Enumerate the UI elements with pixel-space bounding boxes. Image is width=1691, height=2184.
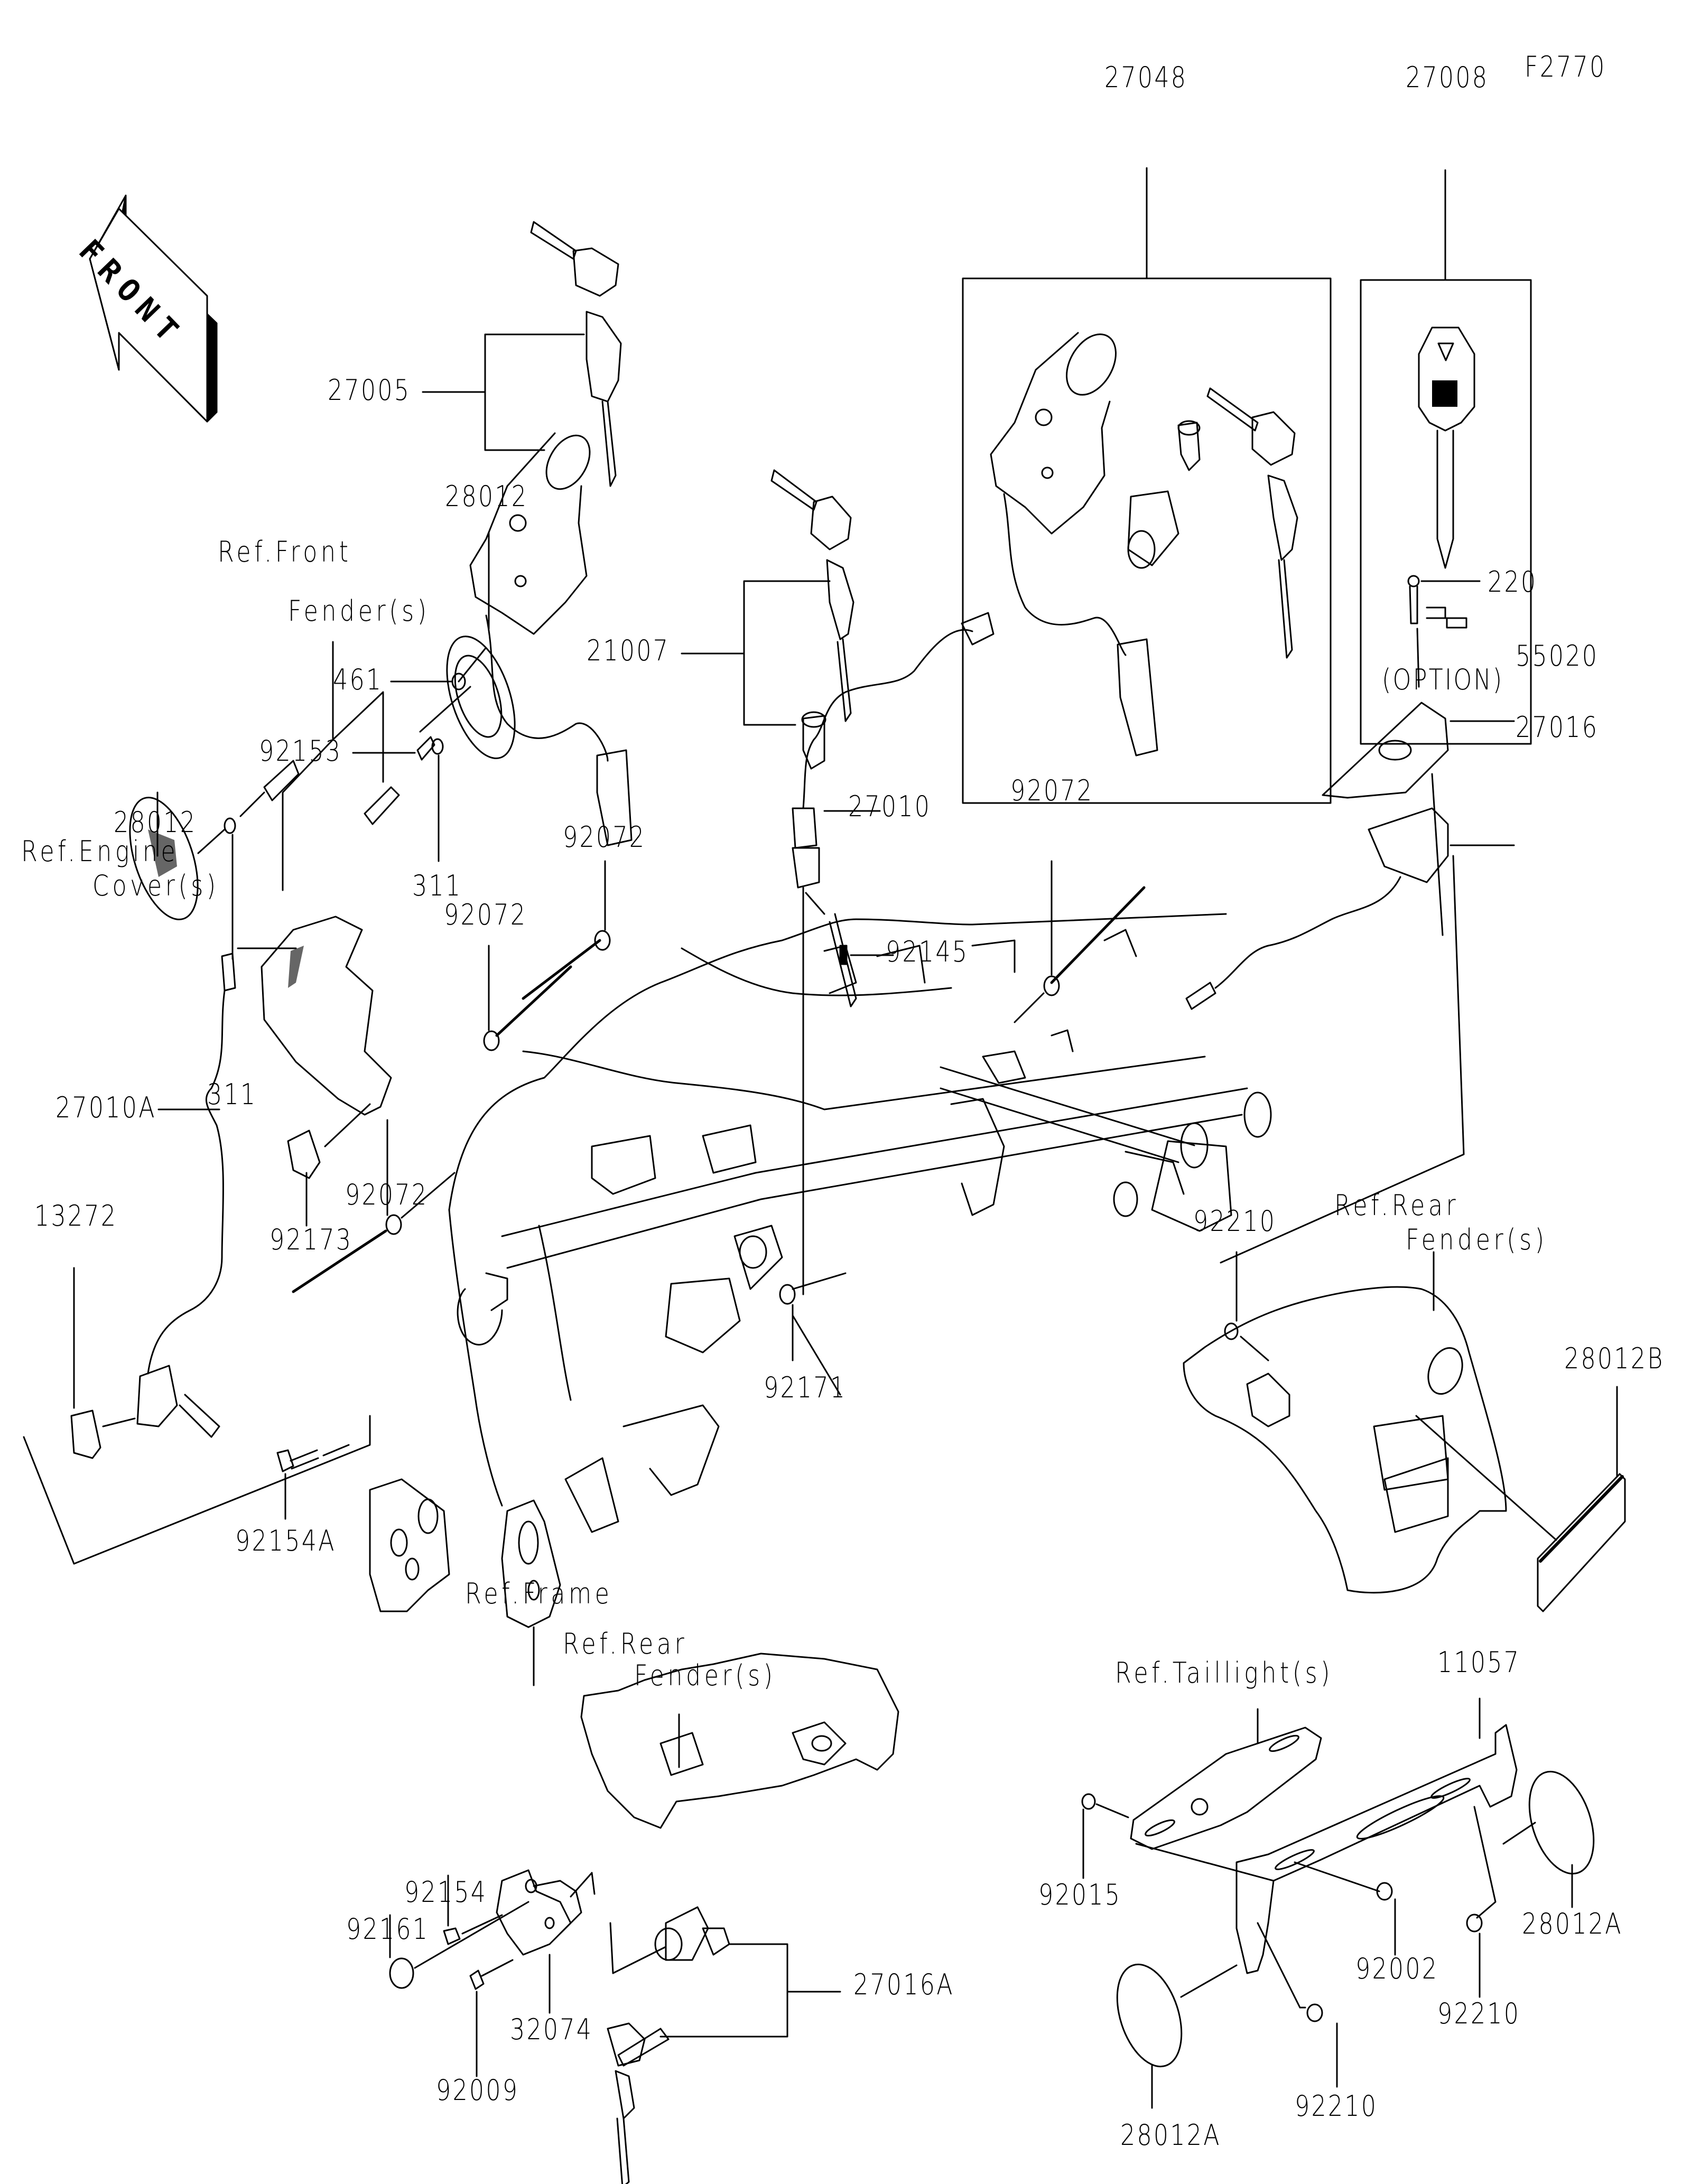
- callout-92154[interactable]: 92154: [404, 1875, 488, 1909]
- motorcycle-frame: [370, 914, 1271, 1685]
- callout-92009[interactable]: 92009: [436, 2074, 519, 2107]
- key-blank-icon: [1419, 328, 1474, 628]
- callout-92161[interactable]: 92161: [346, 1912, 430, 1946]
- callout-27008[interactable]: 27008: [1406, 61, 1489, 94]
- ref-frame: Ref.Frame: [465, 1577, 613, 1610]
- callout-27005[interactable]: 27005: [328, 374, 411, 407]
- reflector-28012B: [1538, 1387, 1625, 1611]
- license-bracket-11057: [1082, 1698, 1605, 2108]
- ref-taillight: Ref.Taillight(s): [1115, 1656, 1334, 1690]
- callout-92072-right[interactable]: 92072: [1010, 774, 1094, 807]
- bracket-32074: [390, 1870, 594, 2076]
- engine-cover: [238, 917, 391, 1226]
- figure-id: F2770: [1525, 50, 1606, 83]
- callout-27016A[interactable]: 27016A: [853, 1968, 954, 2001]
- callout-92072-mid[interactable]: 92072: [444, 898, 527, 931]
- seat-lock-27016: [1186, 576, 1514, 1263]
- callout-92002[interactable]: 92002: [1355, 1952, 1439, 1985]
- callout-92153[interactable]: 92153: [259, 734, 342, 768]
- seat-lock-27016A: [608, 1907, 840, 2184]
- callout-311-right[interactable]: 311: [412, 869, 462, 902]
- callout-21007[interactable]: 21007: [587, 634, 670, 667]
- callout-27010A[interactable]: 27010A: [55, 1091, 156, 1124]
- front-arrow-icon: [90, 195, 217, 422]
- callout-28012B[interactable]: 28012B: [1564, 1342, 1665, 1375]
- rear-fender-upper: [1184, 1252, 1556, 1593]
- callout-27048[interactable]: 27048: [1104, 61, 1188, 94]
- callout-28012-upper[interactable]: 28012: [445, 480, 528, 513]
- horn-lower: [117, 761, 299, 928]
- horn-upper: [365, 628, 528, 824]
- callout-220[interactable]: 220: [1488, 565, 1538, 599]
- kit-box-27048: [963, 278, 1331, 803]
- callout-28012A-lower[interactable]: 28012A: [1120, 2118, 1221, 2152]
- callout-27010[interactable]: 27010: [848, 790, 932, 823]
- ref-rear-fender-lower-line1: Ref.Rear: [563, 1627, 688, 1660]
- ref-rear-fender-line2: Fender(s): [1406, 1223, 1548, 1256]
- ref-engine-cover-line1: Ref.Engine: [21, 835, 179, 868]
- callout-92015[interactable]: 92015: [1038, 1878, 1122, 1911]
- callout-92171[interactable]: 92171: [764, 1371, 847, 1404]
- callout-92145[interactable]: 92145: [886, 935, 969, 968]
- ref-rear-fender-line1: Ref.Rear: [1334, 1189, 1460, 1222]
- ref-front-fender-line2: Fender(s): [288, 594, 430, 628]
- kit-27048-contents: [991, 325, 1297, 755]
- callout-28012-left[interactable]: 28012: [114, 806, 197, 839]
- cable-ties: [293, 861, 1144, 1292]
- callout-11057[interactable]: 11057: [1437, 1646, 1521, 1679]
- callout-32074[interactable]: 32074: [510, 2013, 593, 2046]
- callout-92210-lower[interactable]: 92210: [1295, 2089, 1378, 2123]
- callout-28012A-right[interactable]: 28012A: [1522, 1907, 1623, 1940]
- callout-92210-right[interactable]: 92210: [1193, 1205, 1277, 1238]
- callout-92173[interactable]: 92173: [270, 1223, 353, 1256]
- callout-92072-upper[interactable]: 92072: [563, 820, 646, 854]
- callout-92072-lower[interactable]: 92072: [345, 1178, 429, 1211]
- callout-92154A[interactable]: 92154A: [235, 1524, 336, 1557]
- callout-13272[interactable]: 13272: [34, 1199, 118, 1233]
- nut-92171: [780, 1273, 846, 1360]
- option-note: (OPTION): [1382, 663, 1504, 696]
- callout-461[interactable]: 461: [333, 663, 383, 696]
- ignition-switch-assembly: [417, 222, 631, 845]
- callout-92210-lower-right[interactable]: 92210: [1437, 1997, 1521, 2030]
- sensor-27010A: [24, 954, 370, 1564]
- rear-fender-lower: [581, 1654, 898, 1828]
- callout-55020[interactable]: 55020: [1516, 639, 1599, 673]
- callout-27016[interactable]: 27016: [1516, 711, 1599, 744]
- callout-311-left[interactable]: 311: [207, 1078, 257, 1111]
- leader-lines-horns: [157, 533, 489, 959]
- bolt-92154A: [277, 1445, 349, 1519]
- ref-front-fender-line1: Ref.Front: [218, 535, 352, 568]
- sensor-27010: [793, 613, 993, 1294]
- key-set-21007: [682, 470, 853, 769]
- ref-engine-cover-line2: Cover(s): [92, 869, 219, 902]
- ref-rear-fender-lower-line2: Fender(s): [634, 1659, 776, 1692]
